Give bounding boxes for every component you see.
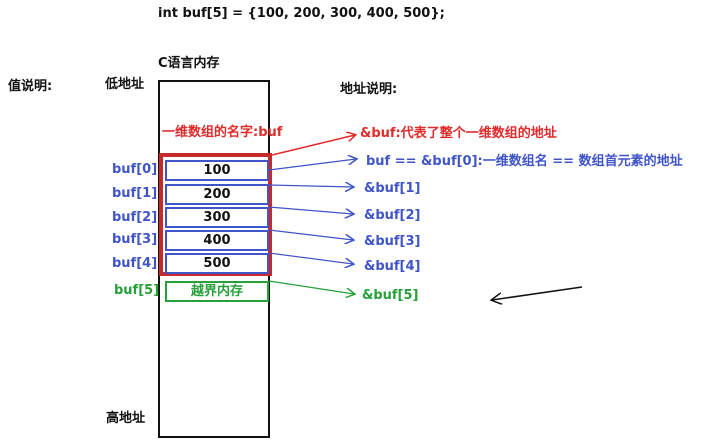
low-address-label: 低地址: [105, 77, 145, 92]
element-label-3: buf[3]: [112, 232, 158, 247]
address-heading: 地址说明:: [340, 82, 398, 97]
element-label-0: buf[0]: [112, 162, 158, 177]
array-outline: [159, 153, 272, 276]
memory-title: C语言内存: [158, 56, 220, 71]
overflow-address-label: &buf[5]: [362, 288, 419, 303]
high-address-label: 高地址: [106, 411, 146, 426]
arrow-address-0: [268, 159, 356, 171]
arrow-address-4: [268, 252, 353, 264]
arrow-array-address: [271, 135, 355, 156]
memory-cell-0: 100: [165, 160, 269, 181]
memory-cell-2: 300: [165, 207, 269, 228]
address-label-3: &buf[3]: [364, 234, 421, 249]
array-name-label: 一维数组的名字:buf: [162, 125, 283, 140]
address-label-2: &buf[2]: [364, 208, 421, 223]
array-declaration: int buf[5] = {100, 200, 300, 400, 500};: [158, 6, 445, 21]
address-label-0: buf == &buf[0]:一维数组名 == 数组首元素的地址: [366, 154, 683, 169]
value-heading: 值说明:: [8, 79, 53, 94]
overflow-memory-cell: 越界内存: [165, 281, 269, 302]
element-label-1: buf[1]: [112, 186, 158, 201]
memory-cell-1: 200: [165, 184, 269, 205]
array-address-note: &buf:代表了整个一维数组的地址: [360, 126, 557, 141]
element-label-4: buf[4]: [112, 256, 158, 271]
arrow-address-1: [268, 185, 353, 187]
arrow-address-2: [268, 206, 353, 214]
overflow-element-label: buf[5]: [114, 283, 160, 298]
hand-drawn-arrow: [492, 286, 583, 300]
arrow-address-3: [268, 229, 353, 240]
arrow-overflow-address: [268, 280, 354, 294]
address-label-4: &buf[4]: [364, 259, 421, 274]
address-label-1: &buf[1]: [364, 181, 421, 196]
memory-cell-3: 400: [165, 230, 269, 251]
memory-cell-4: 500: [165, 253, 269, 274]
element-label-2: buf[2]: [112, 210, 158, 225]
